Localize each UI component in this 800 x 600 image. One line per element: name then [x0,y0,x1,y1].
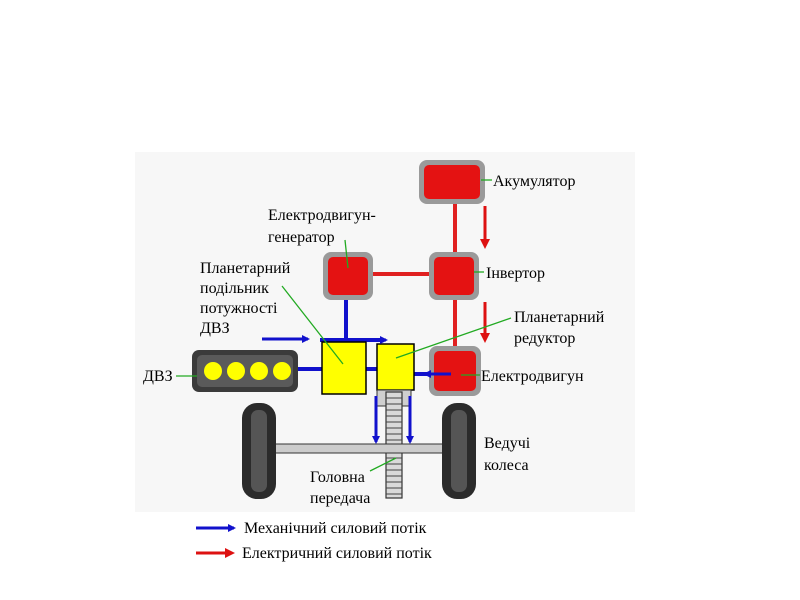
right-wheel [442,403,476,499]
motor-generator-unit [323,252,373,300]
splitter-label-line-4: ДВЗ [200,320,230,337]
final-drive-label-line-1: Головна [310,469,365,486]
battery-label: Акумулятор [493,173,575,190]
planetary-reducer-unit [376,343,415,391]
legend-mechanical-label: Механічний силовий потік [244,520,427,537]
drive-axle [269,443,451,454]
engine-label: ДВЗ [143,368,173,385]
wheels-label-line-1: Ведучі [484,435,531,452]
wheels-label-line-2: колеса [484,457,529,474]
component-labels: Акумулятор Електродвигун- генератор Інве… [143,173,605,507]
left-wheel [242,403,276,499]
splitter-label-line-2: подільник [200,280,269,297]
legend-electrical-label: Електричний силовий потік [242,545,432,562]
mechanical-flow-arrows [262,335,451,444]
electric-motor-unit [429,346,481,396]
reducer-label-line-1: Планетарний [514,309,605,326]
motor-generator-label-line-1: Електродвигун- [268,207,376,224]
reducer-label-line-2: редуктор [514,330,575,347]
engine-unit [192,350,298,392]
motor-generator-label-line-2: генератор [268,229,335,246]
final-drive-label-line-2: передача [310,490,370,507]
legend: Механічний силовий потік Електричний сил… [196,520,432,562]
power-splitter-unit [321,341,367,395]
leader-lines [176,179,512,472]
battery-unit [419,160,485,204]
inverter-unit [429,252,479,300]
motor-label: Електродвигун [481,368,584,385]
splitter-label-line-3: потужності [200,300,278,317]
inverter-label: Інвертор [486,265,545,282]
splitter-label-line-1: Планетарний [200,260,291,277]
electric-connections [372,198,457,352]
